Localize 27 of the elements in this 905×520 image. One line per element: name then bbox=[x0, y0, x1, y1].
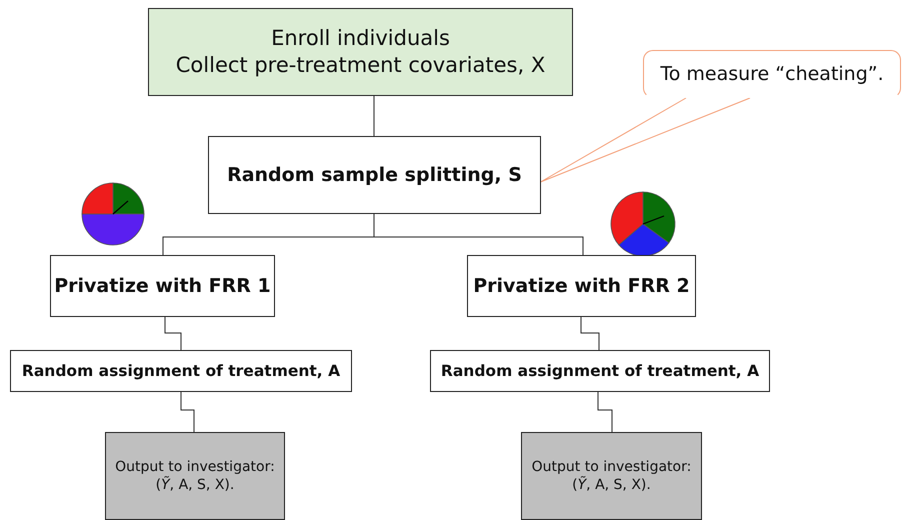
node-text: Privatize with FRR 2 bbox=[473, 274, 690, 298]
node-text: (Ỹ, A, S, X). bbox=[572, 476, 651, 494]
node-text: Random assignment of treatment, A bbox=[22, 360, 340, 382]
connector-line bbox=[180, 392, 194, 432]
node-text: To measure “cheating”. bbox=[660, 62, 884, 86]
node-text: Output to investigator: bbox=[532, 458, 692, 476]
node-text: Output to investigator: bbox=[115, 458, 275, 476]
output-box bbox=[105, 432, 285, 520]
process-box bbox=[50, 255, 275, 317]
process-box bbox=[208, 136, 541, 214]
callout-pointer bbox=[540, 98, 750, 182]
process-box bbox=[10, 350, 352, 392]
connector-line bbox=[580, 316, 600, 350]
connector-line bbox=[374, 214, 584, 256]
node-text: (Ỹ, A, S, X). bbox=[156, 476, 234, 494]
node-text: Random assignment of treatment, A bbox=[440, 360, 760, 382]
connector-line bbox=[598, 392, 612, 432]
process-box bbox=[467, 255, 696, 317]
output-box bbox=[521, 432, 702, 520]
node-text: Collect pre-treatment covariates, X bbox=[176, 52, 546, 79]
node-text: Random sample splitting, S bbox=[227, 162, 522, 188]
node-text: Enroll individuals bbox=[271, 24, 450, 52]
node-text: Privatize with FRR 1 bbox=[54, 274, 271, 298]
connector-line bbox=[164, 316, 182, 350]
process-box bbox=[430, 350, 770, 392]
process-box bbox=[148, 8, 573, 96]
callout-bubble bbox=[643, 50, 901, 98]
